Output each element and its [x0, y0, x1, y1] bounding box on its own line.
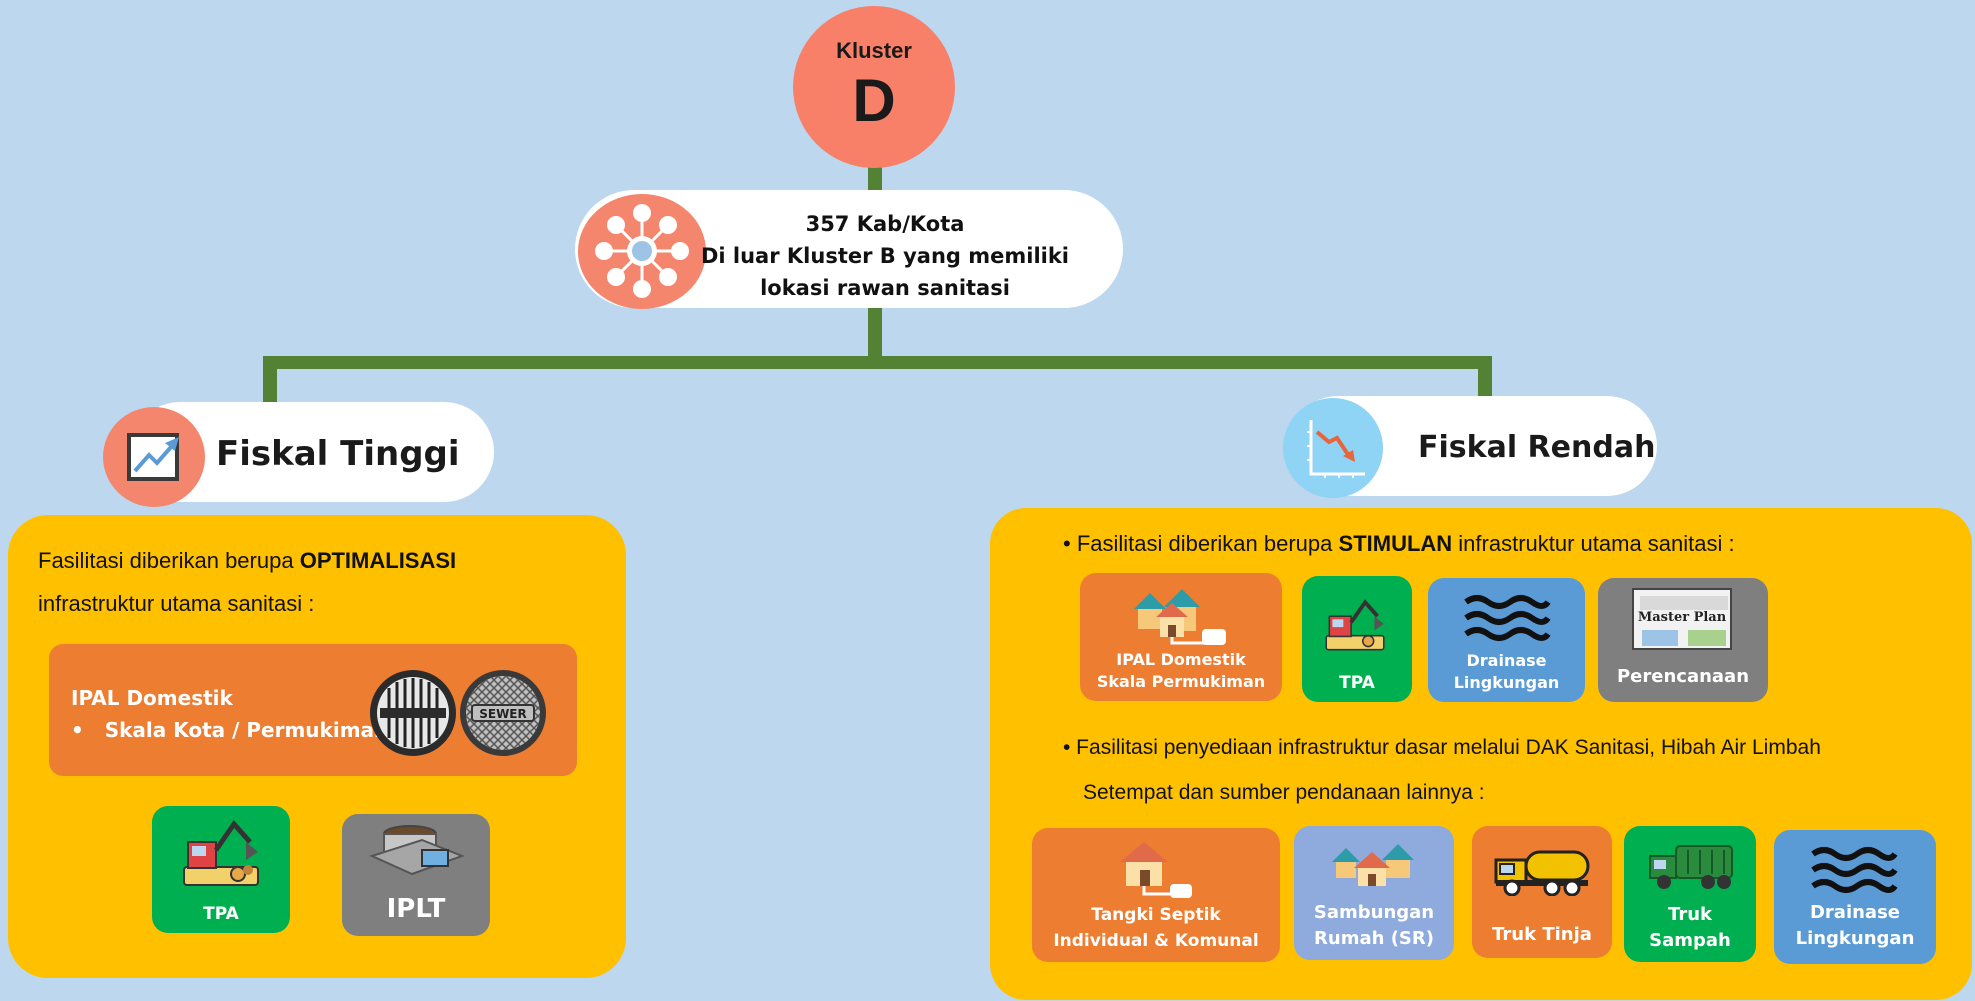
sewer-cover-icon: SEWER	[458, 668, 548, 758]
perencanaan-tile: Master Plan Perencanaan	[1598, 578, 1768, 702]
perencanaan-line-1: Perencanaan	[1616, 666, 1750, 687]
tpa-tile-right: TPA	[1302, 576, 1412, 702]
left-intro-line-2: infrastruktur utama sanitasi :	[38, 591, 315, 616]
drainase-2-line-1: Drainase	[1809, 902, 1901, 923]
left-intro-line-1: Fasilitasi diberikan berupa OPTIMALISASI	[38, 548, 456, 574]
drainase-2-label: Drainase Lingkungan	[1774, 900, 1936, 952]
chart-up-icon	[103, 407, 205, 507]
cluster-label: Kluster	[836, 38, 912, 63]
drainase-tile-1: Drainase Lingkungan	[1428, 578, 1585, 702]
center-line-3: lokasi rawan sanitasi	[760, 276, 1010, 300]
truk-tinja-label: Truk Tinja	[1472, 924, 1612, 946]
tpa-left-label: TPA	[203, 904, 239, 924]
right-bullet-2-line-2: Setempat dan sumber pendanaan lainnya :	[1083, 781, 1485, 804]
tangki-septik-label: Tangki Septik Individual & Komunal	[1032, 902, 1280, 954]
cluster-node: Kluster D	[793, 6, 955, 168]
connector-left-drop	[263, 356, 277, 404]
fiskal-tinggi-title: Fiskal Tinggi	[216, 434, 460, 474]
tpa-right-label: TPA	[1302, 672, 1412, 694]
ipal-bullet: •	[71, 718, 84, 742]
sambungan-rumah-tile: Sambungan Rumah (SR)	[1294, 826, 1454, 960]
ipal-permukiman-line-1: IPAL Domestik	[1116, 650, 1246, 669]
truk-tinja-tile: Truk Tinja	[1472, 826, 1612, 958]
connector-horizontal	[263, 356, 1492, 369]
truk-sampah-label: Truk Sampah	[1624, 902, 1756, 954]
right-bullet-1-bold: STIMULAN	[1338, 531, 1453, 556]
right-bullet-1-pre: • Fasilitasi diberikan berupa	[1063, 531, 1339, 556]
ipal-item: • Skala Kota / Permukiman	[71, 714, 388, 746]
right-bullet-1-post: infrastruktur utama sanitasi :	[1452, 531, 1735, 556]
tangki-septik-line-2: Individual & Komunal	[1053, 931, 1259, 951]
sewer-cover-text: SEWER	[479, 707, 527, 721]
network-icon	[578, 194, 706, 309]
iplt-label: IPLT	[386, 894, 446, 924]
sambungan-line-2: Rumah (SR)	[1314, 928, 1434, 949]
ipal-title: IPAL Domestik	[71, 686, 233, 710]
tpa-tile-left: TPA	[152, 806, 290, 933]
tangki-septik-tile: Tangki Septik Individual & Komunal	[1032, 828, 1280, 962]
tangki-septik-line-1: Tangki Septik	[1091, 905, 1221, 925]
connector-root	[868, 160, 882, 192]
center-description: 357 Kab/Kota Di luar Kluster B yang memi…	[690, 208, 1080, 304]
drainase-1-line-1: Drainase	[1466, 651, 1547, 670]
left-intro-bold: OPTIMALISASI	[299, 548, 457, 573]
cluster-letter: D	[852, 67, 896, 134]
drainase-1-label: Drainase Lingkungan	[1428, 650, 1585, 694]
sambungan-rumah-label: Sambungan Rumah (SR)	[1294, 900, 1454, 952]
chart-down-icon	[1283, 398, 1383, 498]
perencanaan-label: Perencanaan	[1598, 666, 1768, 688]
sambungan-line-1: Sambungan	[1313, 902, 1435, 923]
center-line-2: Di luar Kluster B yang memiliki	[700, 244, 1070, 268]
truk-sampah-line-1: Truk	[1668, 904, 1712, 925]
left-intro-pre: Fasilitasi diberikan berupa	[38, 548, 300, 573]
ipal-permukiman-tile: IPAL Domestik Skala Permukiman	[1080, 573, 1282, 701]
iplt-tile: IPLT	[342, 814, 490, 936]
master-plan-image: Master Plan	[1632, 588, 1732, 650]
connector-right-drop	[1478, 356, 1492, 398]
drainase-2-line-2: Lingkungan	[1795, 928, 1915, 949]
master-plan-text: Master Plan	[1637, 610, 1727, 625]
tpa-right-line-1: TPA	[1339, 673, 1375, 693]
truk-tinja-line-1: Truk Tinja	[1492, 924, 1592, 945]
drainase-1-line-2: Lingkungan	[1453, 673, 1560, 692]
ipal-permukiman-label: IPAL Domestik Skala Permukiman	[1080, 649, 1282, 693]
ipal-item-text: Skala Kota / Permukiman	[104, 718, 389, 742]
manhole-grate-icon	[368, 668, 458, 758]
truk-sampah-line-2: Sampah	[1649, 930, 1731, 951]
truk-sampah-tile: Truk Sampah	[1624, 826, 1756, 962]
ipal-permukiman-line-2: Skala Permukiman	[1096, 672, 1266, 691]
right-bullet-2-line-1: • Fasilitasi penyediaan infrastruktur da…	[1063, 736, 1821, 759]
drainase-tile-2: Drainase Lingkungan	[1774, 830, 1936, 964]
fiskal-rendah-title: Fiskal Rendah	[1418, 430, 1656, 465]
right-bullet-1: • Fasilitasi diberikan berupa STIMULAN i…	[1063, 531, 1735, 557]
connector-center-down	[868, 306, 882, 360]
ipal-domestik-text: IPAL Domestik • Skala Kota / Permukiman	[71, 682, 388, 746]
center-line-1: 357 Kab/Kota	[805, 212, 965, 236]
